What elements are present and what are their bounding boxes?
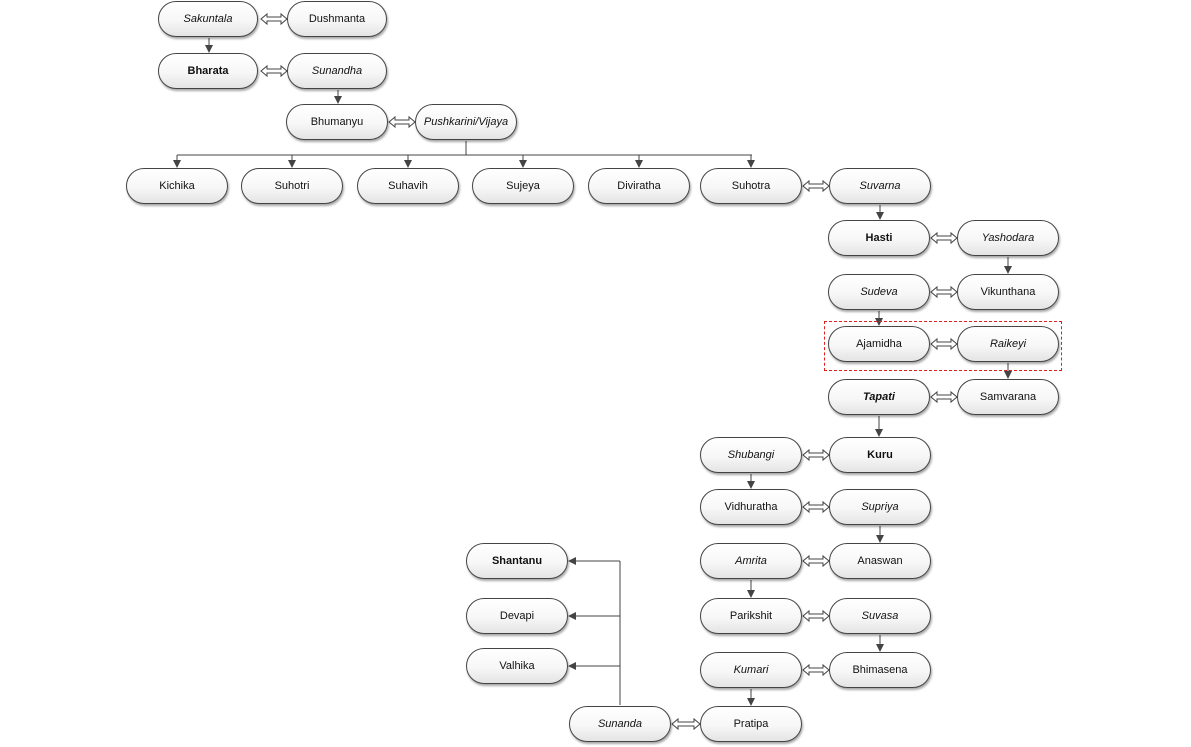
person-suvasa[interactable]: Suvasa bbox=[829, 598, 931, 634]
person-vidhuratha[interactable]: Vidhuratha bbox=[700, 489, 802, 525]
person-suhavih[interactable]: Suhavih bbox=[357, 168, 459, 204]
person-anaswan[interactable]: Anaswan bbox=[829, 543, 931, 579]
person-supriya[interactable]: Supriya bbox=[829, 489, 931, 525]
person-diviratha[interactable]: Diviratha bbox=[588, 168, 690, 204]
marriage-connector bbox=[930, 390, 958, 404]
person-bhumanyu[interactable]: Bhumanyu bbox=[286, 104, 388, 140]
marriage-connector bbox=[802, 179, 830, 193]
person-ajamidha[interactable]: Ajamidha bbox=[828, 326, 930, 362]
person-devapi[interactable]: Devapi bbox=[466, 598, 568, 634]
person-dushmanta[interactable]: Dushmanta bbox=[287, 1, 387, 37]
person-pushkarini-vijaya[interactable]: Pushkarini/Vijaya bbox=[415, 104, 517, 140]
person-samvarana[interactable]: Samvarana bbox=[957, 379, 1059, 415]
person-kuru[interactable]: Kuru bbox=[829, 437, 931, 473]
person-kichika[interactable]: Kichika bbox=[126, 168, 228, 204]
person-raikeyi[interactable]: Raikeyi bbox=[957, 326, 1059, 362]
marriage-connector bbox=[802, 663, 830, 677]
marriage-connector bbox=[671, 717, 701, 731]
marriage-connector bbox=[260, 64, 288, 78]
person-amrita[interactable]: Amrita bbox=[700, 543, 802, 579]
person-sudeva[interactable]: Sudeva bbox=[828, 274, 930, 310]
marriage-connector bbox=[802, 448, 830, 462]
person-bhimasena[interactable]: Bhimasena bbox=[829, 652, 931, 688]
person-sujeya[interactable]: Sujeya bbox=[472, 168, 574, 204]
person-shubangi[interactable]: Shubangi bbox=[700, 437, 802, 473]
marriage-connector bbox=[802, 609, 830, 623]
person-tapati[interactable]: Tapati bbox=[828, 379, 930, 415]
marriage-connector bbox=[802, 554, 830, 568]
person-shantanu[interactable]: Shantanu bbox=[466, 543, 568, 579]
highlighted-couple-selection bbox=[824, 321, 1062, 371]
person-bharata[interactable]: Bharata bbox=[158, 53, 258, 89]
person-suhotri[interactable]: Suhotri bbox=[241, 168, 343, 204]
person-hasti[interactable]: Hasti bbox=[828, 220, 930, 256]
person-sunanda[interactable]: Sunanda bbox=[569, 706, 671, 742]
person-sakuntala[interactable]: Sakuntala bbox=[158, 1, 258, 37]
person-kumari[interactable]: Kumari bbox=[700, 652, 802, 688]
marriage-connector bbox=[930, 231, 958, 245]
marriage-connector bbox=[930, 285, 958, 299]
person-suhotra[interactable]: Suhotra bbox=[700, 168, 802, 204]
marriage-connector bbox=[802, 500, 830, 514]
person-valhika[interactable]: Valhika bbox=[466, 648, 568, 684]
person-pratipa[interactable]: Pratipa bbox=[700, 706, 802, 742]
person-suvarna[interactable]: Suvarna bbox=[829, 168, 931, 204]
marriage-connector bbox=[260, 12, 288, 26]
marriage-connector bbox=[388, 115, 416, 129]
person-sunandha[interactable]: Sunandha bbox=[287, 53, 387, 89]
person-yashodara[interactable]: Yashodara bbox=[957, 220, 1059, 256]
person-parikshit[interactable]: Parikshit bbox=[700, 598, 802, 634]
person-vikunthana[interactable]: Vikunthana bbox=[957, 274, 1059, 310]
